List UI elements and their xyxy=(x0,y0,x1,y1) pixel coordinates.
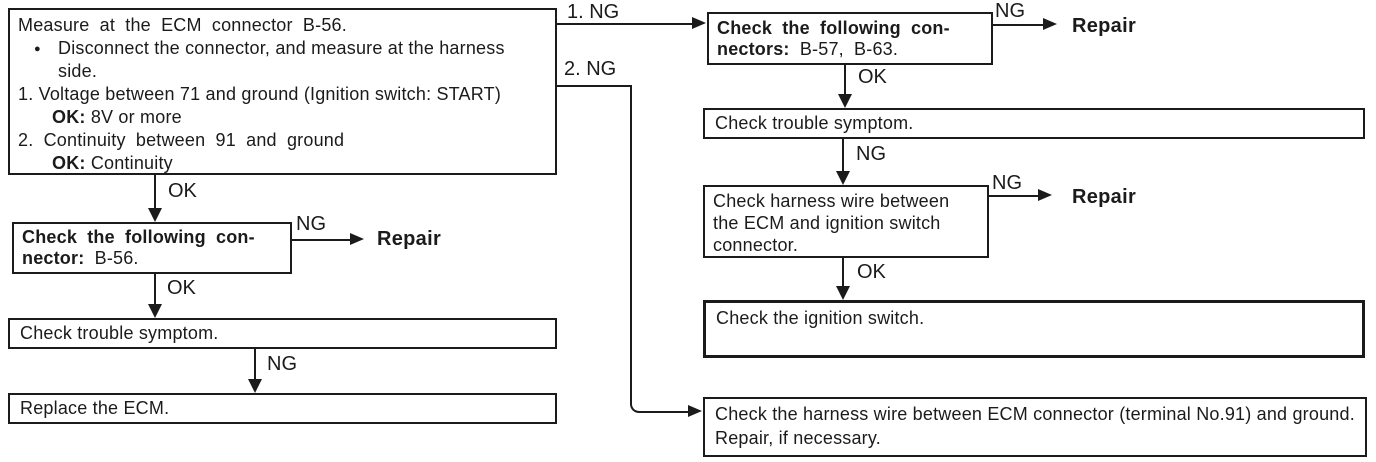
ng2-label: 2. NG xyxy=(564,58,617,80)
flow-line-ng2-top xyxy=(557,85,632,87)
measure-bullet-text: Disconnect the connector, and measure at… xyxy=(58,38,505,81)
connector-b56-line2-bold: nector: xyxy=(22,248,85,268)
ok-label: OK xyxy=(168,180,197,202)
ok-label: OK xyxy=(857,261,886,283)
arrowhead-right-icon xyxy=(692,17,706,29)
arrowhead-down-icon xyxy=(148,304,162,318)
ok-key-label: OK: xyxy=(52,107,86,127)
ok-label: OK xyxy=(167,277,196,299)
connectors-b57-value: B-57, B-63. xyxy=(799,39,899,59)
arrowhead-down-icon xyxy=(248,379,262,393)
check-trouble-symptom-left-box: Check trouble symptom. xyxy=(8,318,557,349)
check-harness-ground-box: Check the harness wire between ECM conne… xyxy=(703,397,1367,457)
flow-line-b56-to-trouble xyxy=(154,274,156,305)
repair-label: Repair xyxy=(1072,15,1137,37)
arrowhead-down-icon xyxy=(836,171,850,185)
trouble-left-text: Check trouble symptom. xyxy=(20,323,219,343)
flow-line-b57-to-trouble xyxy=(844,65,846,94)
flow-line-b57-to-repair xyxy=(993,24,1043,26)
flow-line-b56-to-repair xyxy=(292,239,350,241)
ok-key-value: 8V or more xyxy=(90,107,182,127)
flow-line-ng2-elbow xyxy=(630,85,690,413)
ok-label: OK xyxy=(858,66,887,88)
measure-step2-ok: OK: Continuity xyxy=(18,152,547,175)
arrowhead-down-icon xyxy=(148,208,162,222)
flow-line-trouble-to-harness xyxy=(842,139,844,171)
repair-label: Repair xyxy=(1072,186,1137,208)
check-connectors-b57-b63-box: Check the following con- nectors: B-57, … xyxy=(707,12,993,65)
check-connector-b56-box: Check the following con- nector: B-56. xyxy=(12,222,292,274)
connector-b56-value: B-56. xyxy=(94,248,139,268)
measure-step1: 1. Voltage between 71 and ground (Igniti… xyxy=(18,84,502,104)
bullet-icon: ● xyxy=(34,43,41,55)
ng-label: NG xyxy=(992,172,1022,194)
arrowhead-down-icon xyxy=(836,286,850,300)
flow-line-harness-to-repair xyxy=(988,195,1038,197)
ignition-switch-text: Check the ignition switch. xyxy=(716,308,925,328)
harness-ignition-text: Check harness wire between the ECM and i… xyxy=(713,191,950,255)
ng-label: NG xyxy=(995,0,1025,22)
ng-label: NG xyxy=(296,213,326,235)
measure-bullet-row: ● Disconnect the connector, and measure … xyxy=(18,37,547,83)
check-trouble-symptom-right-box: Check trouble symptom. xyxy=(703,108,1365,139)
connectors-b57-line2-bold: nectors: xyxy=(717,39,790,59)
ng-label: NG xyxy=(856,143,886,165)
arrowhead-right-icon xyxy=(1043,18,1057,30)
arrowhead-down-icon xyxy=(838,94,852,108)
connector-b56-line1: Check the following con- xyxy=(22,227,255,247)
flow-line-harness-to-ignition xyxy=(842,258,844,286)
ok-key-value: Continuity xyxy=(90,153,173,173)
replace-ecm-box: Replace the ECM. xyxy=(8,393,557,424)
arrowhead-right-icon xyxy=(1038,189,1052,201)
measure-ecm-box: Measure at the ECM connector B-56. ● Dis… xyxy=(8,8,557,175)
harness-ground-text: Check the harness wire between ECM conne… xyxy=(715,404,1355,448)
flow-line-trouble-to-replace xyxy=(254,349,256,380)
check-ignition-switch-box: Check the ignition switch. xyxy=(703,300,1365,358)
check-harness-ignition-box: Check harness wire between the ECM and i… xyxy=(703,185,989,258)
flow-line-measure-to-b56 xyxy=(154,175,156,209)
ng1-label: 1. NG xyxy=(567,1,620,23)
repair-label: Repair xyxy=(377,228,442,250)
arrowhead-right-icon xyxy=(350,233,364,245)
flow-line-ng1 xyxy=(557,23,692,25)
ng-label: NG xyxy=(267,353,297,375)
measure-step1-ok: OK: 8V or more xyxy=(18,106,547,129)
ok-key-label: OK: xyxy=(52,153,86,173)
measure-step2: 2. Continuity between 91 and ground xyxy=(18,130,345,150)
measure-title: Measure at the ECM connector B-56. xyxy=(18,15,347,35)
arrowhead-right-icon xyxy=(688,405,702,417)
trouble-right-text: Check trouble symptom. xyxy=(715,113,914,133)
replace-ecm-text: Replace the ECM. xyxy=(20,398,170,418)
connectors-b57-line1: Check the following con- xyxy=(717,18,950,38)
